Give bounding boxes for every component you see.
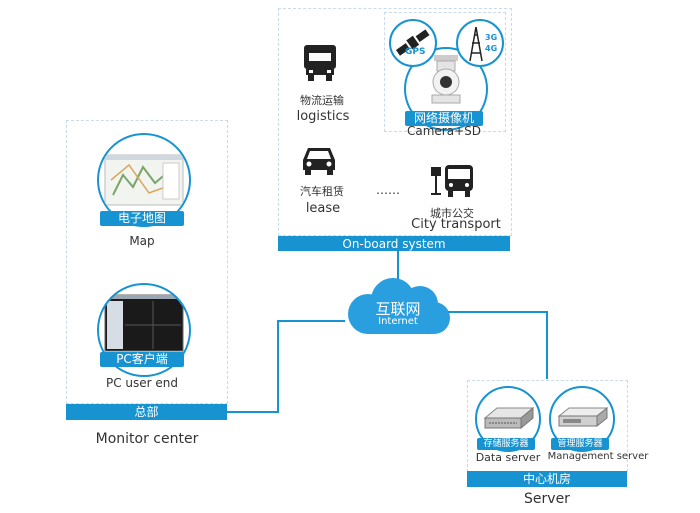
map-en-label: Map (129, 234, 155, 248)
mgmt-server-cn-label: 管理服务器 (551, 438, 609, 450)
link-cloud-server-v (546, 311, 548, 379)
city-cn-label: 城市公交 (430, 207, 474, 220)
pc-client-screenshot-icon (104, 294, 184, 352)
network-circle: 3G 4G (456, 19, 504, 67)
gps-label: GPS (405, 47, 426, 57)
lease-cn-label: 汽车租赁 (300, 185, 344, 198)
link-cloud-monitor-h1 (277, 320, 345, 322)
management-server-icon (557, 406, 609, 428)
map-screenshot-icon (104, 154, 184, 206)
onboard-frame (278, 8, 512, 236)
bus-stop-icon (431, 167, 441, 195)
camera-frame (384, 12, 506, 132)
car-icon (303, 148, 335, 175)
link-cloud-server-h (448, 311, 548, 313)
link-cloud-monitor-v (277, 320, 279, 412)
more-ellipsis: …… (376, 183, 400, 197)
link-onboard-cloud (397, 251, 399, 279)
monitor-center-frame (66, 120, 228, 404)
4g-label: 4G (485, 44, 498, 53)
camera-en-label: Camera+SD (406, 124, 481, 138)
onboard-bar: On-board system (278, 236, 510, 251)
link-cloud-monitor-h2 (226, 411, 279, 413)
logistics-cn-label: 物流运输 (300, 94, 344, 107)
bus-icon (445, 165, 473, 197)
internet-en-label: Internet (378, 316, 418, 327)
data-server-cn-label: 存储服务器 (477, 438, 535, 450)
pc-cn-label: PC客户端 (100, 352, 184, 367)
3g-label: 3G (485, 33, 498, 42)
gps-circle: GPS (389, 19, 437, 67)
city-en-label: City transport (411, 217, 501, 232)
data-server-en-label: Data server (475, 451, 541, 464)
truck-icon (304, 45, 336, 81)
monitor-center-bar: 总部 (66, 404, 227, 420)
logistics-en-label: logistics (296, 109, 350, 124)
monitor-center-title: Monitor center (95, 431, 199, 447)
mgmt-server-en-label: Management server (547, 451, 649, 462)
cell-tower-icon (469, 26, 483, 62)
satellite-icon (395, 29, 430, 56)
lease-en-label: lease (305, 201, 341, 216)
server-title: Server (524, 491, 570, 507)
map-cn-label: 电子地图 (100, 211, 184, 226)
data-server-icon (483, 406, 535, 430)
cloud-icon (348, 278, 450, 334)
server-bar: 中心机房 (467, 471, 627, 487)
camera-icon (431, 55, 461, 104)
camera-cn-label: 网络摄像机 (405, 111, 483, 126)
pc-en-label: PC user end (105, 376, 179, 390)
internet-cn-label: 互联网 (375, 300, 421, 318)
